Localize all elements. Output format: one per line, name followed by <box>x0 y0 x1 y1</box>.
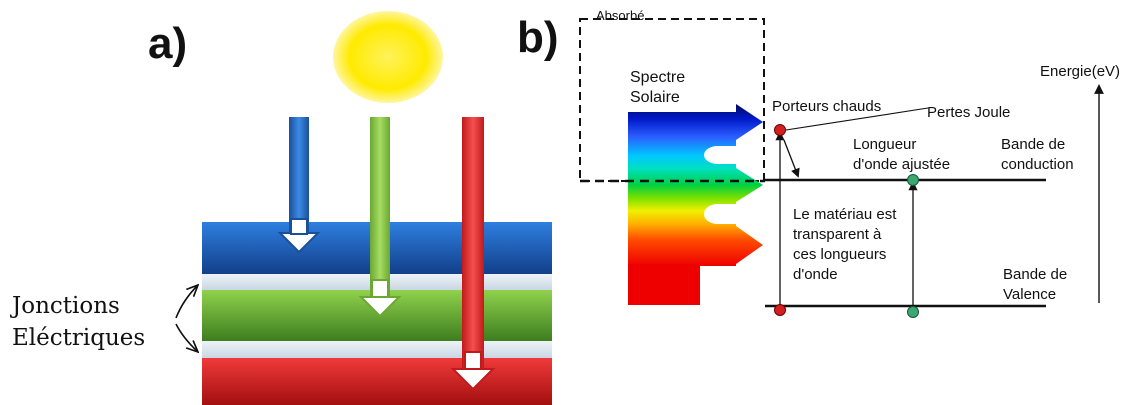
valence-dot-tuned <box>907 306 919 318</box>
red-layer <box>202 358 552 405</box>
spectrum-label-line2: Solaire <box>630 89 680 106</box>
separator-2 <box>202 341 552 358</box>
junction-label-line1: Jonctions <box>10 293 120 319</box>
conduction-band-line2: conduction <box>1001 156 1074 173</box>
joule-pointer-line <box>785 107 929 131</box>
valence-band-line1: Bande de <box>1003 266 1067 283</box>
absorbed-region <box>579 18 765 182</box>
energy-axis-label: Energie(eV) <box>1040 63 1120 80</box>
valence-band-line2: Valence <box>1003 286 1056 303</box>
blue-light-arrow-icon <box>277 117 321 254</box>
sun-icon <box>333 11 443 103</box>
transparent-line3: ces longueurs <box>793 246 886 263</box>
thermalization-arrow <box>783 139 800 178</box>
transparent-line4: d'onde <box>793 266 838 283</box>
panel-b-label: b) <box>517 13 559 62</box>
panel-a: a) Jonctions Eléctriques <box>10 11 552 405</box>
hot-carrier-dot <box>774 124 786 136</box>
panel-b: b) Absorbé Spectre Solaire Porteurs chau… <box>517 8 1120 318</box>
spectrum-label-line1: Spectre <box>630 69 685 86</box>
solar-spectrum-shape <box>628 104 763 266</box>
transparent-line1: Le matériau est <box>793 206 897 223</box>
junction-arrow-top <box>175 285 198 319</box>
junction-label-line2: Eléctriques <box>12 325 145 351</box>
tuned-wavelength-line1: Longueur <box>853 136 916 153</box>
green-light-arrow-icon <box>358 117 402 318</box>
joule-losses-label: Pertes Joule <box>927 104 1010 121</box>
tuned-wavelength-line2: d'onde ajustée <box>853 156 950 173</box>
junction-arrow-bottom <box>175 323 198 352</box>
absorbed-label: Absorbé <box>596 8 644 23</box>
conduction-dot-tuned <box>907 174 919 186</box>
conduction-band-line1: Bande de <box>1001 136 1065 153</box>
transparent-line2: transparent à <box>793 226 882 243</box>
red-light-arrow-icon <box>450 117 496 391</box>
panel-a-label: a) <box>148 19 187 68</box>
spectrum-base <box>628 264 700 305</box>
hot-carriers-label: Porteurs chauds <box>772 98 881 115</box>
valence-dot-left <box>774 304 786 316</box>
